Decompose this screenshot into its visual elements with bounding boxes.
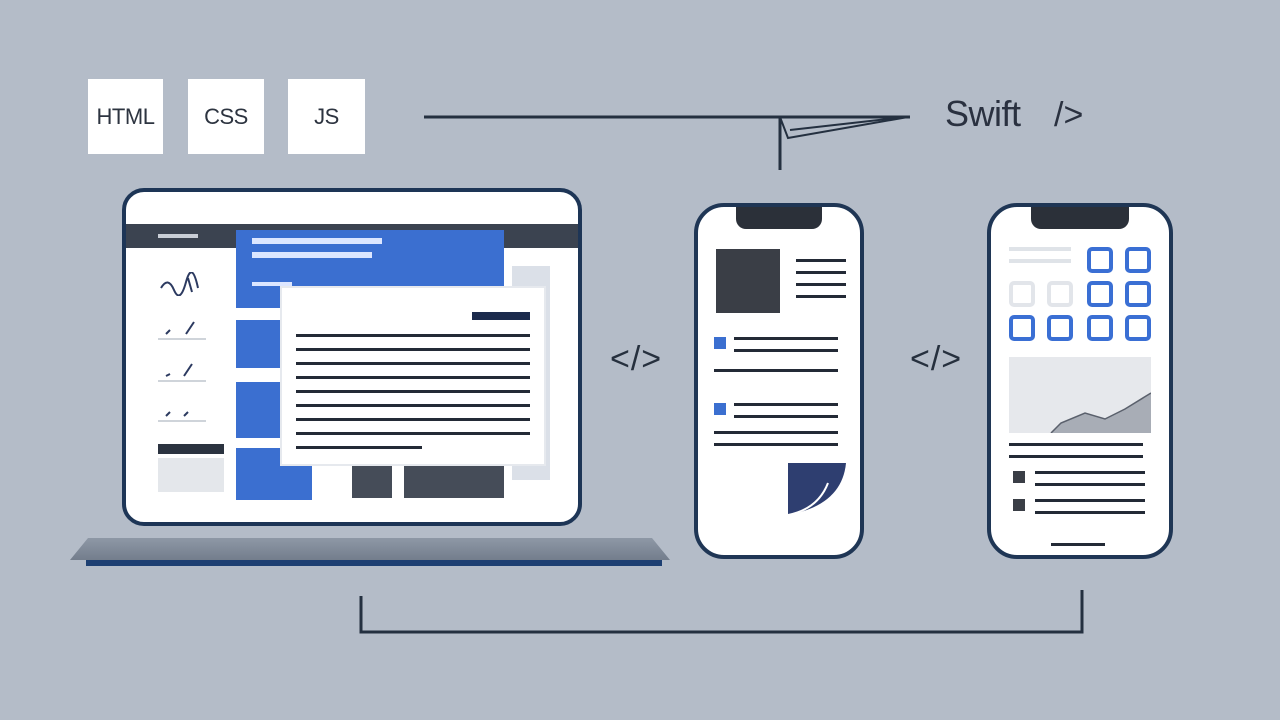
list-thumb-1 — [158, 312, 206, 340]
dark-strip — [158, 444, 224, 454]
swift-label: Swift — [945, 93, 1021, 134]
app-icon — [1009, 315, 1035, 341]
code-brackets-icon: </> — [610, 340, 663, 378]
arrow-connector — [424, 115, 910, 170]
phone-1 — [694, 203, 864, 559]
css-tag-label: CSS — [204, 103, 248, 129]
app-icon — [1087, 315, 1113, 341]
app-icon — [1087, 281, 1113, 307]
laptop-base — [70, 538, 670, 560]
phone-1-notch — [736, 207, 822, 229]
home-indicator — [1051, 543, 1105, 546]
list-bullet-1 — [1013, 471, 1025, 483]
list-thumb-2 — [158, 354, 206, 382]
list-bullet-2 — [714, 403, 726, 415]
bottom-connector — [359, 590, 1084, 634]
page-curl-graphic — [788, 463, 846, 516]
blue-tile-2 — [236, 382, 282, 438]
dark-tile-2 — [404, 464, 504, 498]
app-icon — [1125, 247, 1151, 273]
image-placeholder — [716, 249, 780, 313]
app-icon — [1047, 315, 1073, 341]
laptop-base-edge — [86, 560, 662, 566]
modal-card — [282, 288, 544, 464]
swift-code-symbol: /> — [1054, 96, 1084, 134]
top-bar-dots — [158, 234, 198, 238]
app-icon — [1125, 315, 1151, 341]
paper-plane-arrow-icon — [778, 116, 909, 140]
app-icon — [1047, 281, 1073, 307]
js-tag-label: JS — [314, 103, 339, 129]
chart-card — [1009, 357, 1151, 433]
html-tag-label: HTML — [96, 103, 155, 129]
list-bullet-2 — [1013, 499, 1025, 511]
app-icon — [1125, 281, 1151, 307]
css-tag: CSS — [188, 79, 264, 154]
app-icon — [1087, 247, 1113, 273]
phone-2 — [987, 203, 1173, 559]
logo-scribble — [158, 272, 206, 296]
grey-block — [158, 458, 224, 492]
dark-tile-1 — [352, 464, 392, 498]
code-brackets-icon: </> — [910, 340, 963, 378]
blue-tile-1 — [236, 320, 282, 368]
laptop-screen — [122, 188, 582, 526]
js-tag: JS — [288, 79, 365, 154]
app-icon — [1009, 281, 1035, 307]
modal-header-bar — [472, 312, 530, 320]
html-tag: HTML — [88, 79, 163, 154]
phone-2-notch — [1031, 207, 1129, 229]
list-thumb-3 — [158, 394, 206, 422]
list-bullet-1 — [714, 337, 726, 349]
